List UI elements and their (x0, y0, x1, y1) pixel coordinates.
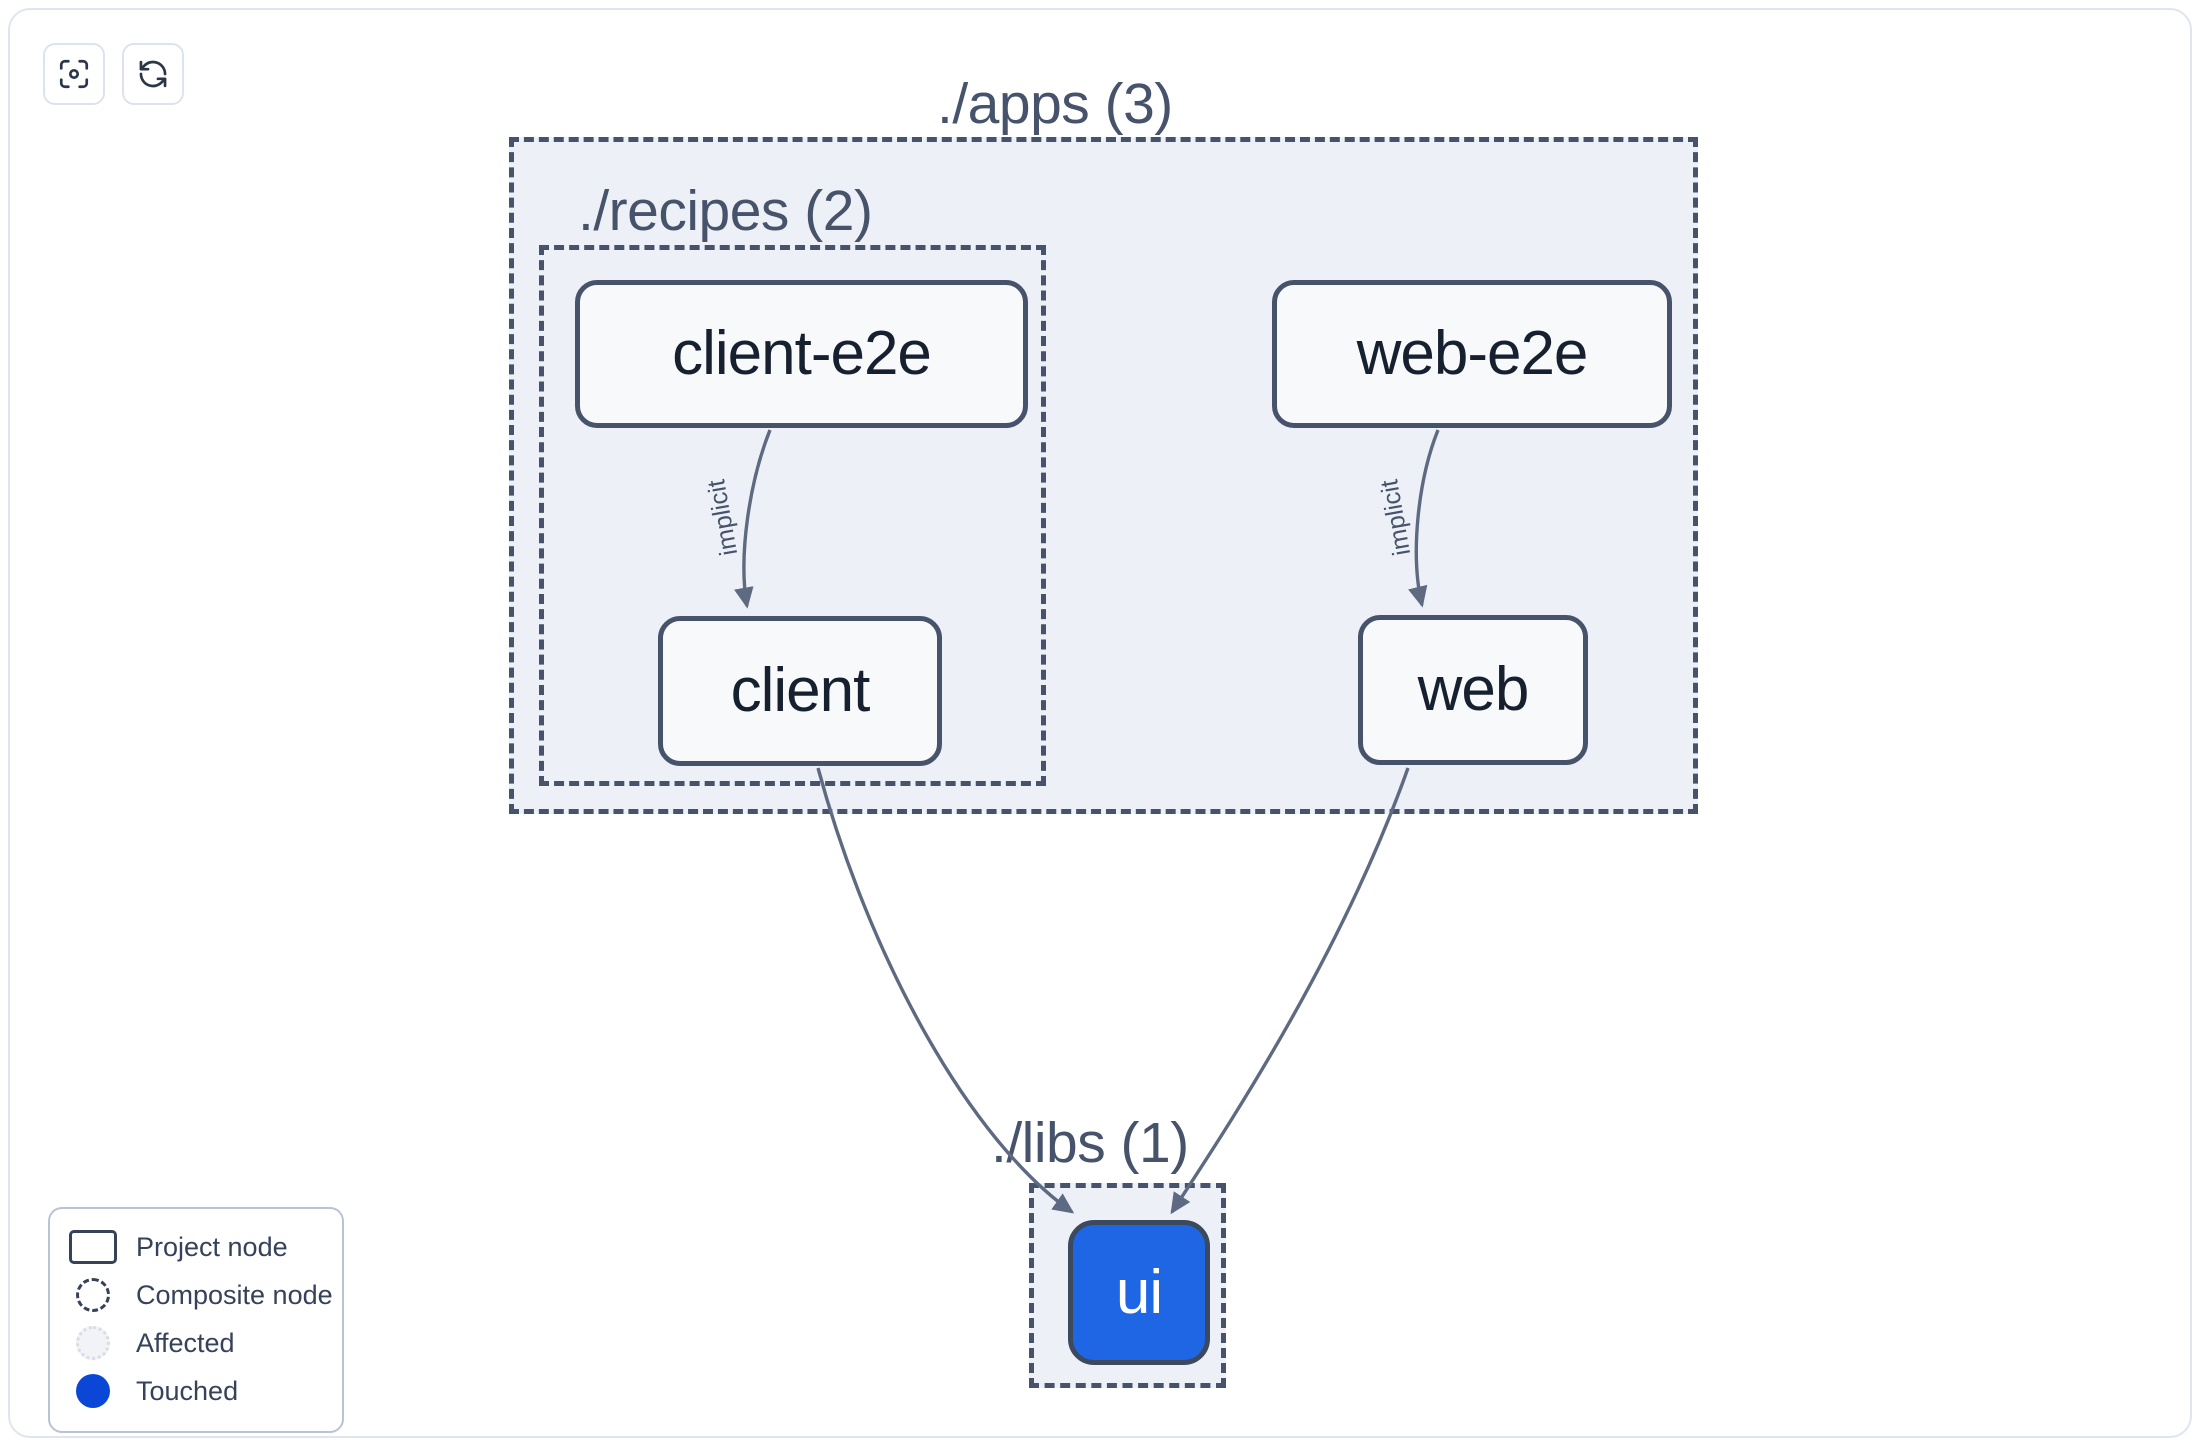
edge-web-to-ui (1170, 767, 1410, 1215)
legend-item-label: Composite node (136, 1279, 333, 1310)
project-node-web-e2e[interactable]: web-e2e (1272, 280, 1672, 428)
project-node-label: client (730, 656, 871, 725)
composite-label-libs: ./libs (1) (991, 1111, 1189, 1175)
project-node-label: ui (1115, 1257, 1163, 1327)
project-node-ui[interactable]: ui (1068, 1220, 1210, 1365)
legend-item-label: Affected (136, 1327, 235, 1358)
composite-node-swatch-icon (68, 1277, 118, 1313)
affected-swatch-icon (68, 1325, 118, 1361)
legend-item-label: Touched (136, 1375, 239, 1406)
legend-item-label: Project node (136, 1231, 288, 1262)
project-node-client-e2e[interactable]: client-e2e (575, 280, 1028, 428)
legend-item-touched: Touched (68, 1367, 324, 1415)
project-node-client[interactable]: client (658, 616, 942, 766)
graph-panel: ./apps (3) ./recipes (2) ./libs (1) (8, 8, 2192, 1438)
project-node-label: client-e2e (672, 319, 932, 388)
legend-item-project-node: Project node (68, 1223, 324, 1271)
refresh-graph-button[interactable] (122, 43, 184, 105)
project-node-web[interactable]: web (1358, 615, 1588, 765)
refresh-sync-icon (136, 57, 170, 91)
legend-item-affected: Affected (68, 1319, 324, 1367)
focus-graph-button[interactable] (43, 43, 105, 105)
touched-swatch-icon (68, 1373, 118, 1409)
composite-label-recipes: ./recipes (2) (578, 179, 873, 243)
project-node-swatch-icon (68, 1229, 118, 1265)
composite-label-apps: ./apps (3) (937, 72, 1173, 136)
graph-toolbar (43, 43, 184, 105)
project-node-label: web (1417, 655, 1530, 724)
legend-item-composite-node: Composite node (68, 1271, 333, 1319)
composite-node-recipes[interactable] (539, 245, 1046, 786)
graph-legend: Project node Composite node Affected Tou… (48, 1207, 344, 1433)
project-node-label: web-e2e (1356, 319, 1589, 388)
focus-target-icon (57, 57, 91, 91)
